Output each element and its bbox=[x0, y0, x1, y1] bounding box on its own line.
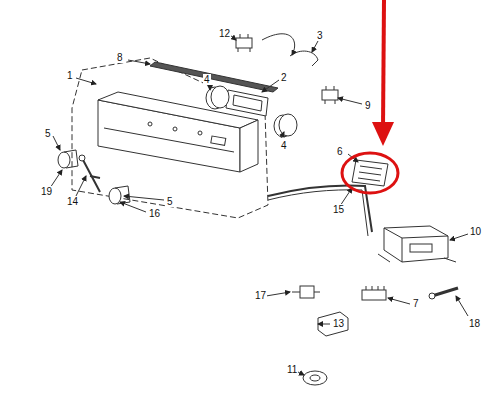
callout-number: 19 bbox=[40, 186, 53, 197]
callout-number: 5 bbox=[44, 128, 52, 139]
callout-number: 1 bbox=[66, 70, 74, 81]
callout-number: 15 bbox=[332, 204, 345, 215]
callout-number: 13 bbox=[332, 318, 345, 329]
callout-number: 10 bbox=[469, 226, 482, 237]
callout-number: 3 bbox=[316, 30, 324, 41]
callout-number: 2 bbox=[280, 72, 288, 83]
callout-number: 4 bbox=[203, 74, 211, 85]
callout-number: 18 bbox=[468, 318, 481, 329]
callout-number: 9 bbox=[364, 100, 372, 111]
callout-number: 16 bbox=[148, 208, 161, 219]
callout-number: 6 bbox=[336, 146, 344, 157]
callout-number: 14 bbox=[66, 196, 79, 207]
callout-number: 17 bbox=[254, 290, 267, 301]
callout-number: 5 bbox=[166, 196, 174, 207]
callout-number: 11 bbox=[286, 364, 298, 375]
callout-number: 8 bbox=[116, 52, 124, 63]
callout-number: 7 bbox=[412, 298, 420, 309]
callout-number: 12 bbox=[218, 28, 231, 39]
callout-number: 4 bbox=[280, 140, 288, 151]
